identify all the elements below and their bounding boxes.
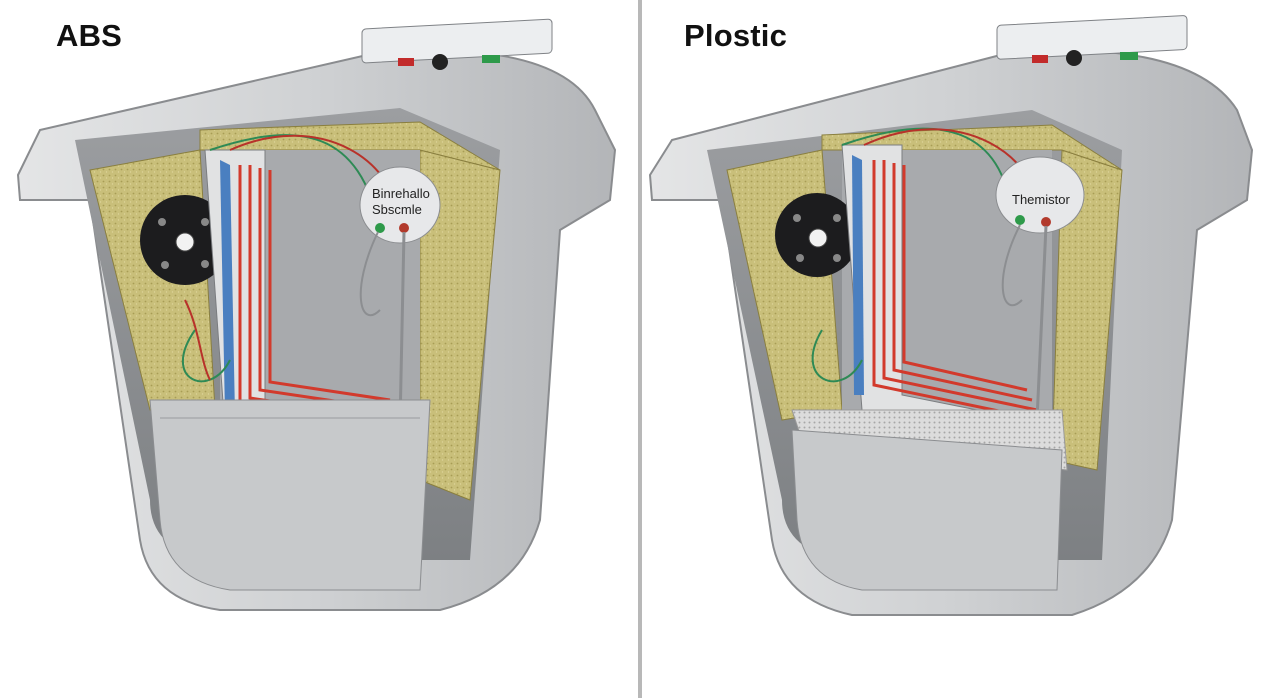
top-insulation: [199, 121, 501, 171]
sensor-module: Themistor: [995, 156, 1085, 421]
drip-tray: [791, 429, 1063, 591]
cold-plate-edge: [852, 155, 864, 395]
sensor-probe-green-icon: [375, 223, 385, 233]
heater-wires: [872, 160, 1043, 422]
sensor-probe-red-icon: [1041, 217, 1051, 227]
cold-plate-edge: [220, 160, 235, 415]
knob-icon: [1066, 50, 1082, 66]
knob-icon: [432, 54, 448, 70]
panel-title: Plostic: [684, 18, 788, 53]
abs-panel: ABS: [0, 0, 638, 698]
control-panel: [996, 15, 1188, 60]
panel-divider: [638, 0, 642, 698]
sensor-probe-green-icon: [1015, 215, 1025, 225]
indicator-icon: [1120, 52, 1138, 60]
power-button-icon: [1032, 55, 1048, 63]
sensor-module: Binrehallo Sbscmle: [359, 166, 441, 426]
connector-pin-icon: [175, 232, 195, 252]
connector-pin-icon: [808, 228, 828, 248]
top-insulation: [821, 124, 1123, 171]
sensor-probe-red-icon: [399, 223, 409, 233]
indicator-icon: [482, 55, 500, 63]
sensor-label-line2: Sbscmle: [372, 202, 422, 217]
plastic-cutaway-illustration: Themistor: [648, 15, 1254, 616]
plastic-panel: Plostic: [642, 0, 1280, 698]
control-panel: [361, 18, 553, 64]
panel-title: ABS: [56, 18, 123, 53]
abs-cutaway-illustration: Binrehallo Sbscmle: [16, 18, 617, 611]
sensor-label-line1: Themistor: [1012, 192, 1070, 207]
power-button-icon: [398, 58, 414, 66]
drip-tray: [149, 399, 431, 591]
sensor-label-line1: Binrehallo: [372, 186, 430, 201]
